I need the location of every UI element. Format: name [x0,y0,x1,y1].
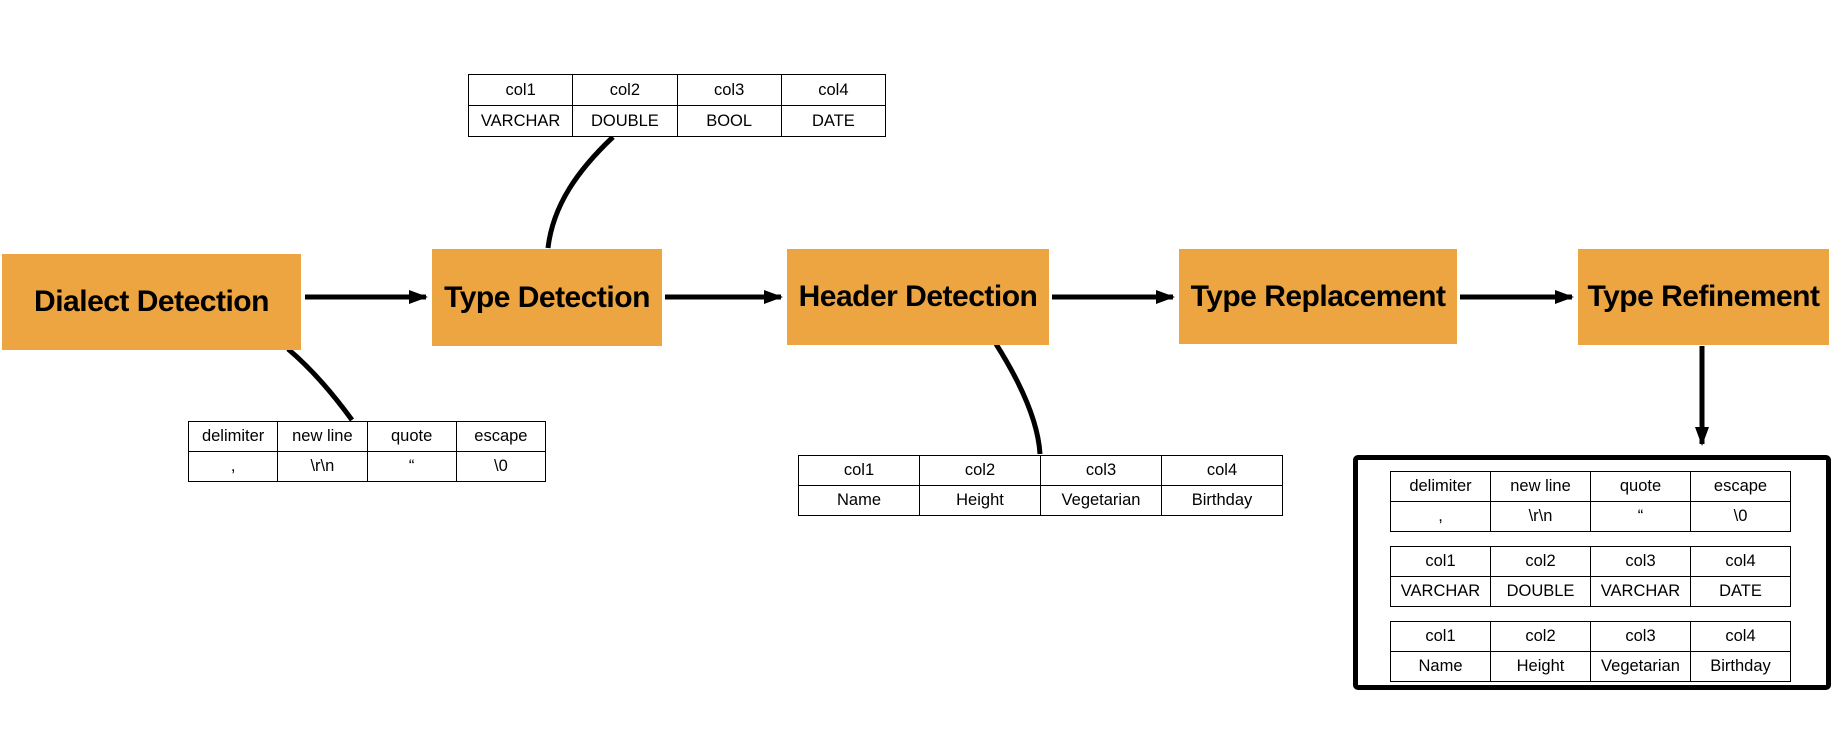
table-header-cell: col1 [798,455,920,486]
table-value-cell: DATE [1690,576,1791,607]
table-value-cell: \0 [455,451,547,482]
table-value-cell: Height [919,485,1041,516]
table-header-row: col1 col2 col3 col4 [1390,621,1791,652]
final-dialect-table: delimiter new line quote escape , \r\n “… [1390,471,1791,532]
table-header-cell: quote [366,421,457,452]
step-type-detection: Type Detection [432,249,662,346]
table-header-cell: col3 [1590,621,1691,652]
step-type-refinement: Type Refinement [1578,249,1829,345]
step-header-detection: Header Detection [787,249,1049,345]
table-value-cell: VARCHAR [467,105,574,137]
final-headers-table: col1 col2 col3 col4 Name Height Vegetari… [1390,621,1791,682]
table-value-cell: , [1390,501,1491,532]
table-header-row: col1 col2 col3 col4 [467,74,887,106]
curve-dialect-to-table [286,347,355,422]
table-value-cell: Height [1490,651,1591,682]
table-value-row: , \r\n “ \0 [1390,501,1791,532]
table-header-cell: quote [1590,471,1691,502]
table-header-row: delimiter new line quote escape [1390,471,1791,502]
curve-typedet-to-table [545,135,615,249]
table-header-cell: col3 [1590,546,1691,577]
step-type-replacement: Type Replacement [1179,249,1457,344]
table-value-cell: VARCHAR [1390,576,1491,607]
table-value-cell: \r\n [277,451,368,482]
table-value-cell: “ [366,451,457,482]
table-header-cell: col4 [1161,455,1283,486]
table-header-row: delimiter new line quote escape [187,421,547,452]
table-value-cell: \0 [1690,501,1791,532]
table-header-cell: new line [277,421,368,452]
table-value-row: VARCHAR DOUBLE VARCHAR DATE [1390,576,1791,607]
table-header-cell: col2 [1490,621,1591,652]
header-detection-output-table: col1 col2 col3 col4 Name Height Vegetari… [798,455,1283,516]
type-detection-output-table: col1 col2 col3 col4 VARCHAR DOUBLE BOOL … [467,74,887,137]
table-header-cell: col2 [572,74,678,106]
table-value-cell: \r\n [1490,501,1591,532]
table-header-row: col1 col2 col3 col4 [798,455,1283,486]
table-value-row: Name Height Vegetarian Birthday [798,485,1283,516]
table-value-cell: Birthday [1161,485,1283,516]
table-header-cell: col4 [780,74,887,106]
table-value-cell: DATE [780,105,887,137]
table-value-cell: BOOL [676,105,782,137]
table-value-cell: Name [798,485,920,516]
table-value-row: , \r\n “ \0 [187,451,547,482]
table-header-cell: delimiter [187,421,279,452]
table-header-row: col1 col2 col3 col4 [1390,546,1791,577]
table-value-cell: DOUBLE [572,105,678,137]
table-value-cell: DOUBLE [1490,576,1591,607]
table-header-cell: col3 [676,74,782,106]
table-header-cell: escape [455,421,547,452]
table-header-cell: new line [1490,471,1591,502]
table-header-cell: col2 [919,455,1041,486]
table-header-cell: col1 [467,74,574,106]
table-value-cell: “ [1590,501,1691,532]
table-value-cell: Vegetarian [1040,485,1162,516]
table-header-cell: col4 [1690,546,1791,577]
step-dialect-detection: Dialect Detection [2,254,301,350]
curve-headerdet-to-table [993,342,1043,455]
table-value-row: VARCHAR DOUBLE BOOL DATE [467,105,887,137]
table-header-cell: escape [1690,471,1791,502]
table-header-cell: delimiter [1390,471,1491,502]
table-value-cell: Name [1390,651,1491,682]
table-header-cell: col3 [1040,455,1162,486]
table-header-cell: col1 [1390,621,1491,652]
table-value-cell: , [187,451,279,482]
table-value-cell: Vegetarian [1590,651,1691,682]
final-types-table: col1 col2 col3 col4 VARCHAR DOUBLE VARCH… [1390,546,1791,607]
table-value-cell: Birthday [1690,651,1791,682]
table-header-cell: col1 [1390,546,1491,577]
dialect-detection-output-table: delimiter new line quote escape , \r\n “… [187,421,547,482]
table-header-cell: col4 [1690,621,1791,652]
table-value-cell: VARCHAR [1590,576,1691,607]
table-header-cell: col2 [1490,546,1591,577]
table-value-row: Name Height Vegetarian Birthday [1390,651,1791,682]
